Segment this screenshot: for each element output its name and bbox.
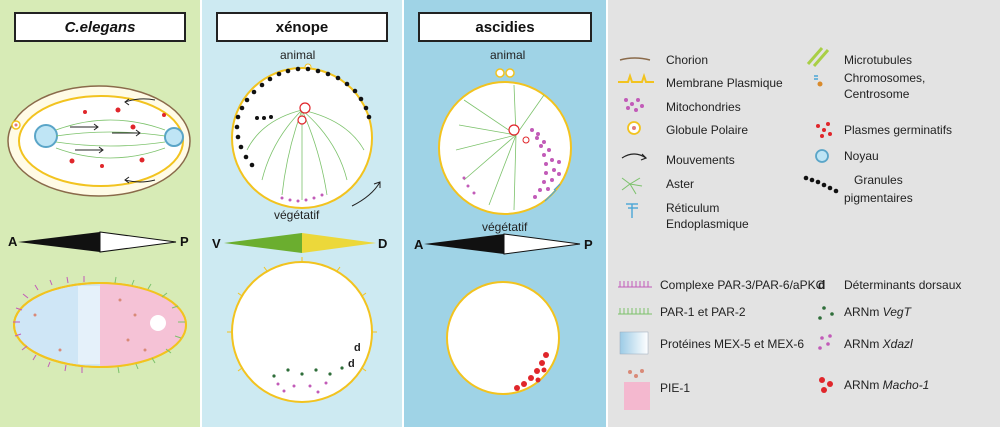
celegans-title: C.elegans	[14, 12, 186, 42]
xenope-animal-label: animal	[280, 48, 316, 62]
xenope-vegetal-label: végétatif	[274, 208, 320, 222]
legend-reticulum-1: Réticulum	[666, 201, 720, 215]
legend-panel: Chorion Membrane Plasmique Mitochondries…	[608, 0, 1000, 427]
nucleus-icon	[815, 149, 829, 163]
legend-membrane: Membrane Plasmique	[666, 76, 783, 90]
chromosomes-icon	[814, 75, 823, 87]
ascidies-ap-gradient-black	[424, 234, 504, 254]
legend-chromosomes-1: Chromosomes,	[844, 71, 926, 85]
celegans-par3-ticks	[13, 276, 85, 373]
legend-par3: Complexe PAR-3/PAR-6/aPKC	[660, 278, 825, 292]
ascidies-panel: ascidies animal végétatif	[404, 0, 606, 427]
legend-vegt: ARNm VegT	[844, 305, 911, 319]
ascidies-mitochondria	[462, 128, 561, 199]
granules-icon	[803, 175, 839, 194]
legend-icons	[618, 47, 839, 410]
macho-icon	[819, 377, 833, 393]
celegans-nucleus-anterior	[34, 124, 58, 148]
legend-mouvements: Mouvements	[666, 153, 735, 167]
xenope-axis-dorsal: D	[378, 236, 388, 251]
celegans-ap-gradient-white	[99, 231, 177, 253]
ascidies-egg-bottom	[446, 281, 560, 395]
legend-xdazl: ARNm Xdazl	[844, 337, 913, 351]
ascidies-diagram	[424, 68, 581, 395]
microtubules-icon	[806, 47, 830, 67]
legend-d-symbol: d	[818, 278, 826, 292]
aster-icon	[621, 177, 643, 195]
ascidies-microtubules	[455, 84, 545, 211]
legend-chorion: Chorion	[666, 53, 709, 67]
par12-icon	[618, 308, 652, 315]
xenope-nucleus	[299, 102, 311, 114]
legend-plasmes: Plasmes germinatifs	[844, 123, 953, 137]
ascidies-axis-anterior: A	[414, 237, 424, 252]
celegans-nucleus-posterior	[164, 127, 184, 147]
germ-plasm-icon	[816, 122, 832, 138]
mitochondria-icon	[624, 98, 644, 112]
celegans-axis-anterior: A	[8, 234, 18, 249]
par3-icon	[618, 281, 652, 288]
membrane-icon	[618, 72, 654, 83]
legend-dorsaux: Déterminants dorsaux	[844, 278, 962, 292]
xenope-mitochondria	[280, 193, 324, 203]
xenope-d-mark-2: d	[348, 358, 355, 370]
celegans-movement-arrows	[70, 98, 156, 184]
xenope-xdazl-mrna	[276, 381, 328, 394]
xenope-vd-gradient-green	[224, 233, 302, 253]
legend-mex: Protéines MEX-5 et MEX-6	[660, 337, 805, 351]
legend-pie: PIE-1	[660, 381, 691, 395]
xenope-axis-ventral: V	[212, 236, 221, 251]
legend-reticulum-2: Endoplasmique	[666, 217, 749, 231]
mex-gradient-icon	[619, 331, 649, 355]
xenope-rotation-arrow	[351, 181, 381, 207]
xenope-pigment-granules	[234, 66, 372, 168]
ascidies-title: ascidies	[418, 12, 592, 42]
ascidies-nucleus	[508, 124, 520, 136]
legend-chromosomes-2: Centrosome	[844, 87, 910, 101]
xenope-title: xénope	[216, 12, 388, 42]
celegans-par12-domain	[100, 283, 186, 367]
ascidies-axis-posterior: P	[584, 237, 593, 252]
legend-globule: Globule Polaire	[666, 123, 749, 137]
ascidies-polar-globule-1	[495, 68, 505, 78]
ascidies-animal-label: animal	[490, 48, 526, 62]
chorion-icon	[619, 57, 651, 61]
legend-granules-2: pigmentaires	[844, 191, 913, 205]
celegans-axis-posterior: P	[180, 234, 189, 249]
legend-mitochondries: Mitochondries	[666, 100, 741, 114]
celegans-microtubules	[55, 119, 166, 159]
legend-granules-1: Granules	[854, 173, 903, 187]
ascidies-ap-gradient-white	[503, 233, 581, 255]
celegans-germ-plasm	[69, 107, 166, 168]
legend-microtubules: Microtubules	[844, 53, 913, 67]
xenope-panel: xénope animal végétatif	[202, 0, 402, 427]
xdazl-icon	[818, 334, 832, 350]
ascidies-vegetal-label: végétatif	[482, 220, 528, 234]
legend-macho: ARNm Macho-1	[844, 378, 930, 392]
celegans-pie-dots	[33, 298, 147, 352]
legend-noyau: Noyau	[844, 149, 879, 163]
xenope-egg-bottom	[231, 261, 373, 403]
xenope-membrane-ticks	[227, 257, 377, 372]
xenope-diagram	[224, 63, 381, 403]
ascidies-macho-mrna	[514, 352, 549, 391]
celegans-panel: C.elegans	[0, 0, 200, 427]
celegans-mex-gradient	[78, 286, 100, 364]
celegans-ap-gradient-black	[18, 232, 100, 252]
legend-aster: Aster	[666, 177, 695, 191]
ascidies-reticulum	[544, 183, 561, 202]
xenope-vegt-mrna	[272, 366, 344, 378]
vegt-icon	[818, 306, 834, 320]
reticulum-icon	[626, 203, 638, 218]
celegans-nucleus	[150, 315, 166, 331]
celegans-par12-ticks	[114, 276, 185, 374]
ascidies-polar-globule-2	[505, 68, 515, 78]
celegans-diagram	[7, 85, 191, 374]
ascidies-egg-top	[438, 81, 572, 215]
pie-icon	[624, 382, 650, 410]
legend-par12: PAR-1 et PAR-2	[660, 305, 746, 319]
xenope-vd-gradient-yellow	[302, 233, 376, 253]
xenope-d-mark-1: d	[354, 342, 361, 354]
